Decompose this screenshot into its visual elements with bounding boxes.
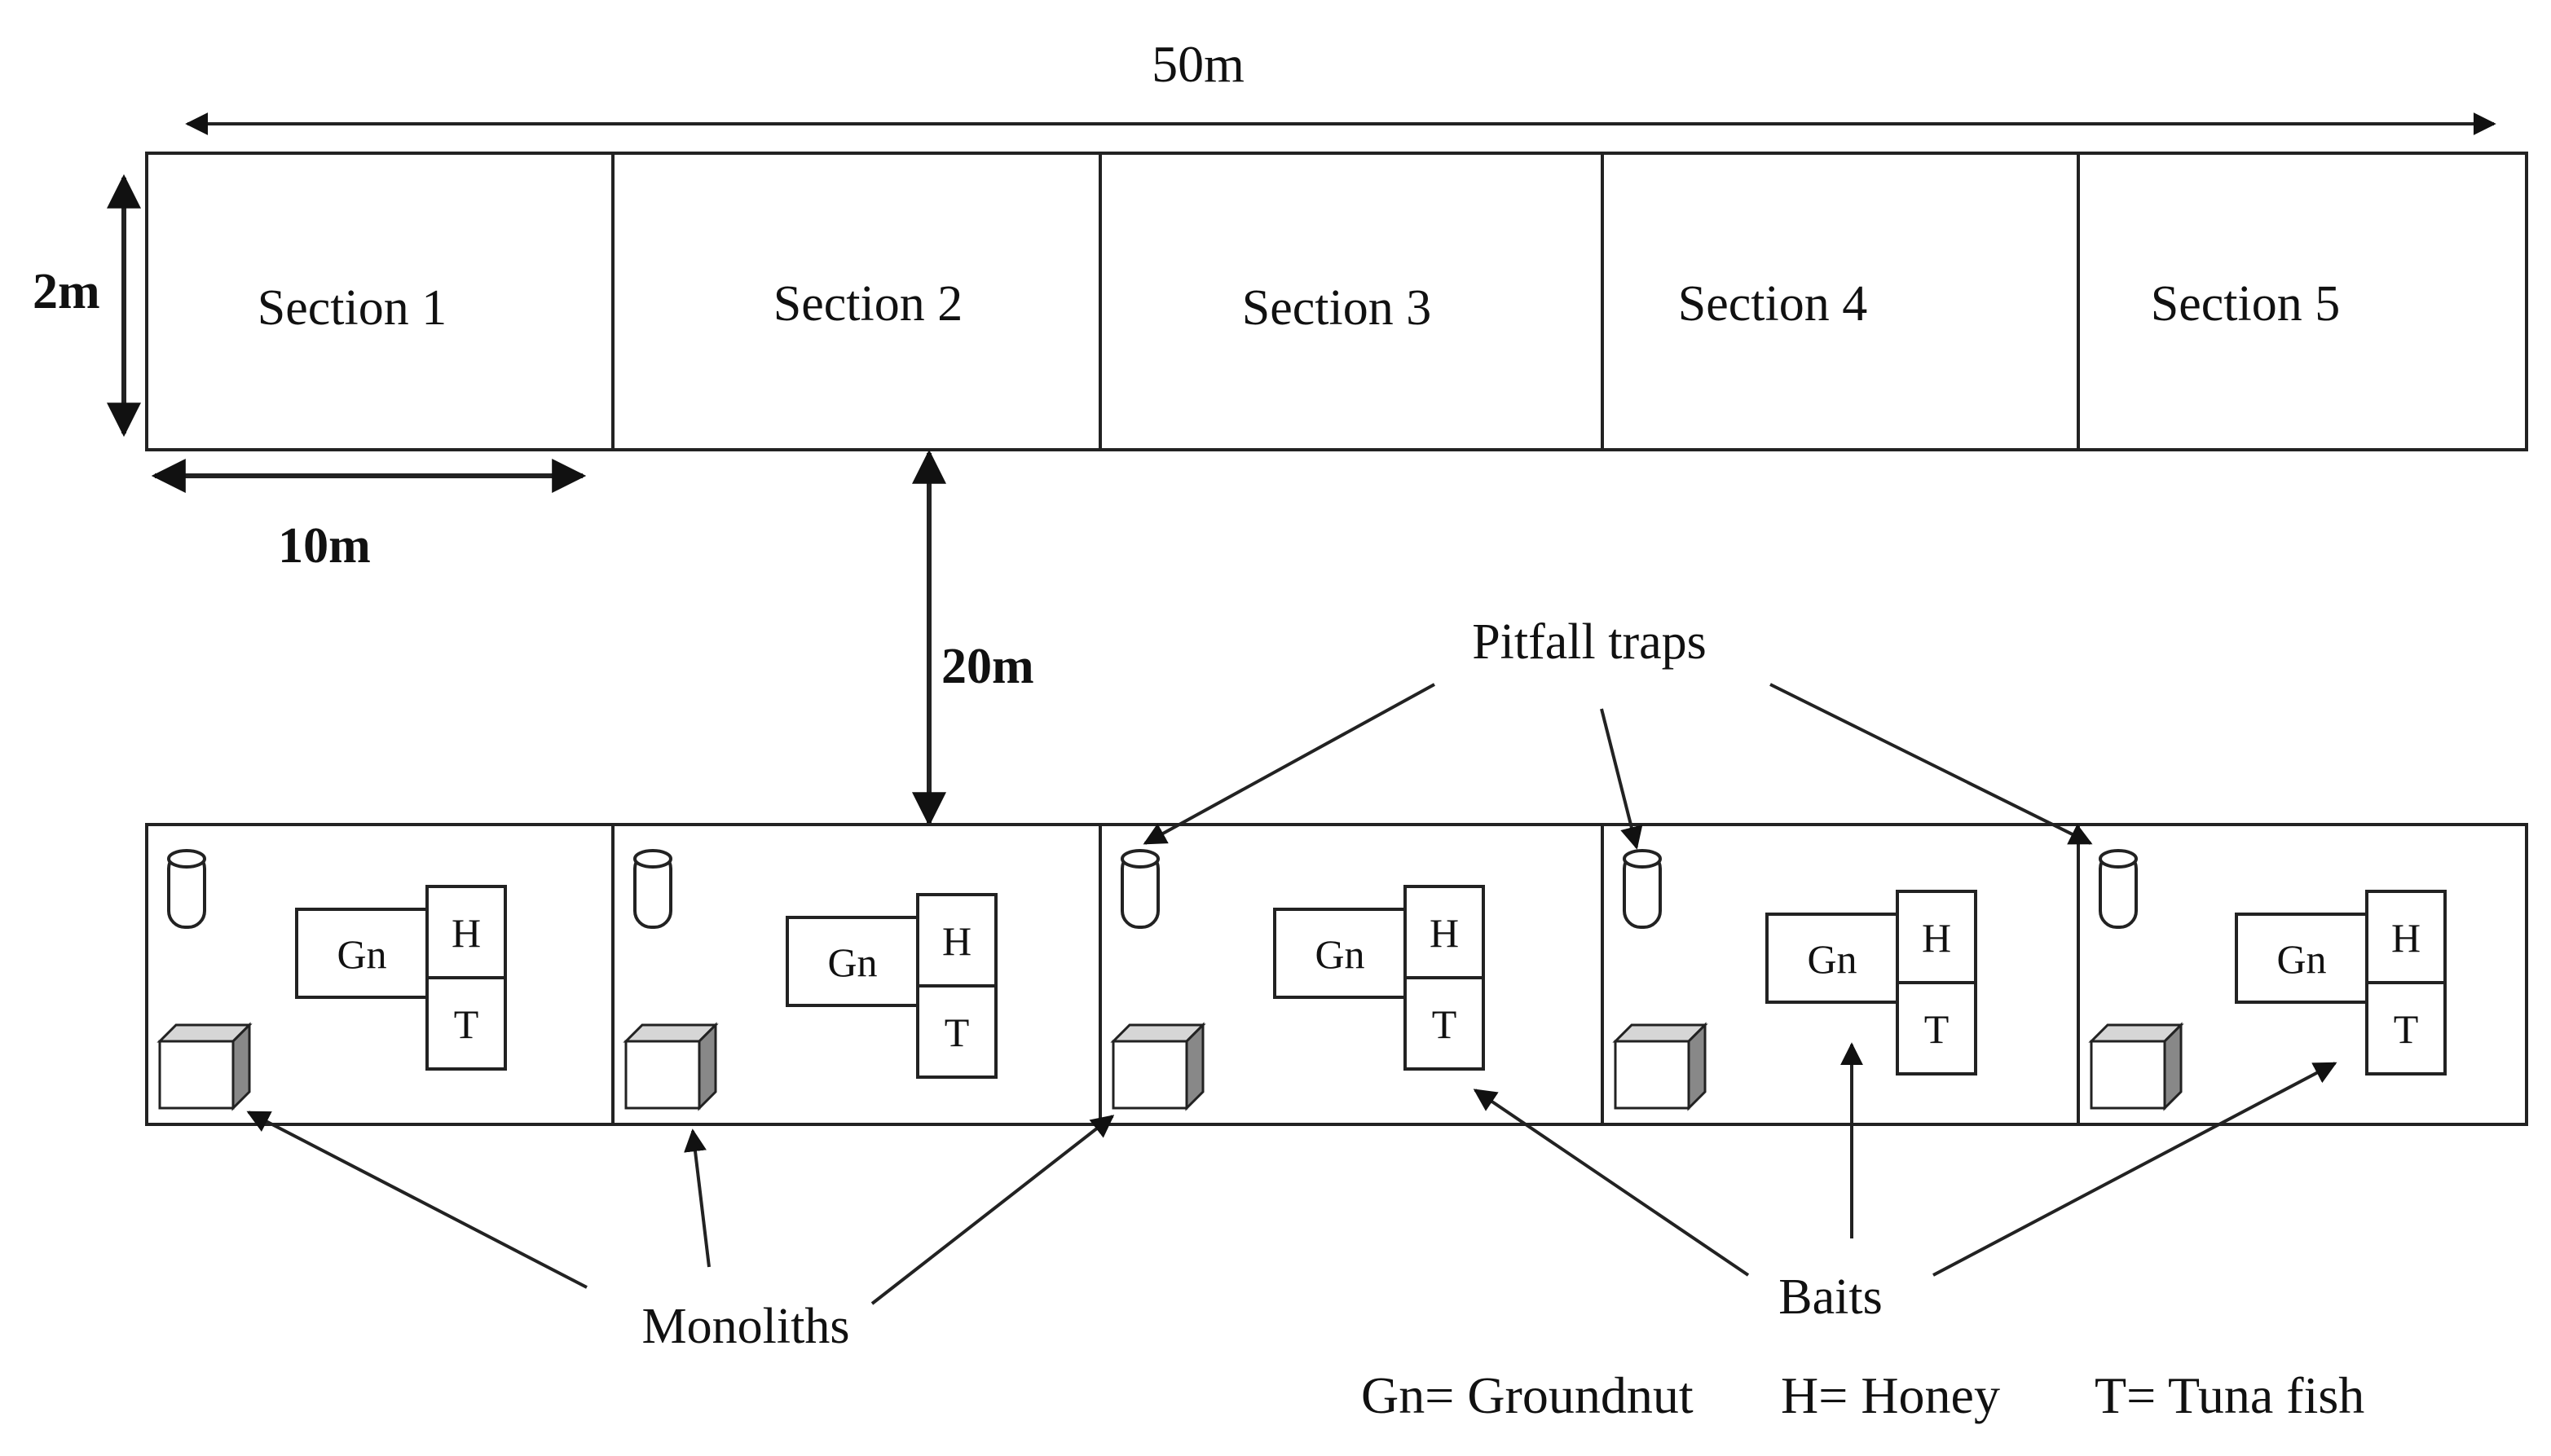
groundnut-bait-cell: [786, 916, 919, 1007]
pitfall-trap-rim: [633, 849, 672, 869]
groundnut-bait-label: Gn: [2276, 936, 2326, 982]
monolith-cube-icon: [623, 1022, 719, 1111]
pitfall-arrow-1: [1143, 683, 1435, 845]
pitfall-trap-rim: [2099, 849, 2138, 869]
tuna-bait-label: T: [1924, 1006, 1950, 1052]
pitfall-traps-label: Pitfall traps: [1472, 614, 1707, 670]
bait-box-2: Gn H T: [786, 893, 998, 1079]
monolith-cube-front: [2090, 1040, 2166, 1110]
tuna-bait-cell: [425, 976, 507, 1071]
groundnut-bait-label: Gn: [1807, 936, 1857, 982]
bait-arrows: [1473, 1042, 2337, 1277]
bottom-transect: [145, 823, 2528, 1126]
monolith-cube-icon: [156, 1022, 253, 1111]
monolith-arrow-1: [246, 1111, 588, 1289]
pitfall-arrow-3: [1769, 683, 2093, 845]
monolith-cube-side: [1185, 1022, 1205, 1111]
monolith-cube-icon: [1110, 1022, 1206, 1111]
monolith-cube-icon: [2088, 1022, 2184, 1111]
pitfall-trap-icon: [633, 849, 672, 929]
pitfall-arrows: [1143, 683, 2093, 850]
pitfall-arrow-2: [1600, 708, 1643, 850]
monoliths-label: Monoliths: [642, 1299, 850, 1354]
tuna-bait-label: T: [1432, 1001, 1457, 1047]
pitfall-trap-icon: [1623, 849, 1662, 929]
tuna-bait-cell: [2365, 981, 2447, 1076]
groundnut-bait-cell: [295, 908, 429, 999]
legend-honey: H= Honey: [1781, 1366, 2000, 1424]
pitfall-trap-rim: [1121, 849, 1160, 869]
baits-label: Baits: [1778, 1269, 1882, 1325]
honey-bait-label: H: [1922, 915, 1951, 961]
honey-bait-cell: [1403, 885, 1485, 979]
pitfall-trap-icon: [167, 849, 206, 929]
top-transect: Section 1 Section 2 Section 3 Section 4 …: [145, 152, 2528, 451]
bait-box-1: Gn HT: [295, 885, 507, 1071]
honey-bait-label: H: [452, 910, 481, 956]
honey-bait-cell: [916, 893, 998, 988]
monolith-cube-side: [698, 1022, 717, 1111]
pitfall-trap-rim: [1623, 849, 1662, 869]
section-label-2: Section 2: [773, 276, 963, 332]
monolith-cube-side: [1687, 1022, 1707, 1111]
monolith-arrows: [246, 1111, 1115, 1305]
monolith-cube-side: [231, 1022, 251, 1111]
pitfall-trap-icon: [1121, 849, 1160, 929]
groundnut-bait-label: Gn: [1315, 931, 1364, 977]
legend-groundnut: Gn= Groundnut: [1361, 1366, 1694, 1424]
pitfall-trap-rim: [167, 849, 206, 869]
top-transect-outline: [145, 152, 2528, 451]
monolith-cube-front: [158, 1040, 235, 1110]
width-label: 2m: [33, 264, 100, 319]
tuna-bait-label: T: [454, 1001, 479, 1047]
monolith-cube-front: [1614, 1040, 1690, 1110]
honey-bait-cell: [1896, 890, 1977, 984]
groundnut-bait-cell: [1765, 913, 1899, 1004]
honey-bait-label: H: [2391, 915, 2421, 961]
monolith-cube-icon: [1612, 1022, 1708, 1111]
section-label-1: Section 1: [258, 280, 447, 336]
monolith-cube-front: [624, 1040, 701, 1110]
tuna-bait-cell: [1403, 976, 1485, 1071]
monolith-cube-side: [2163, 1022, 2183, 1111]
legend-tuna: T= Tuna fish: [2095, 1366, 2364, 1424]
bait-box-5: Gn HT: [2235, 890, 2447, 1076]
pitfall-trap-icon: [2099, 849, 2138, 929]
tuna-bait-label: T: [945, 1010, 970, 1055]
length-label: 50m: [1152, 35, 1245, 93]
monolith-arrow-2: [684, 1128, 711, 1268]
groundnut-bait-cell: [2235, 913, 2368, 1004]
bait-arrow-1: [1473, 1089, 1750, 1277]
tuna-bait-label: T: [2394, 1006, 2419, 1052]
monolith-cube-front: [1112, 1040, 1188, 1110]
honey-bait-label: H: [1430, 910, 1459, 956]
monolith-arrow-3: [870, 1115, 1115, 1305]
section-label-5: Section 5: [2151, 276, 2340, 332]
section-label-3: Section 3: [1242, 280, 1431, 336]
groundnut-bait-label: Gn: [337, 931, 386, 977]
section-label-4: Section 4: [1678, 276, 1867, 332]
bottom-transect-outline: [145, 823, 2528, 1126]
tuna-bait-cell: [1896, 981, 1977, 1076]
honey-bait-cell: [2365, 890, 2447, 984]
honey-bait-label: H: [942, 918, 971, 964]
bait-box-4: Gn HT: [1765, 890, 1977, 1076]
groundnut-bait-label: Gn: [827, 939, 877, 985]
bait-box-3: Gn HT: [1273, 885, 1485, 1071]
gap-label: 20m: [941, 639, 1034, 694]
tuna-bait-cell: [916, 984, 998, 1079]
bait-legend: Gn= Groundnut H= Honey T= Tuna fish: [1361, 1366, 2364, 1424]
bait-arrow-3: [1932, 1062, 2337, 1277]
section-length-label: 10m: [278, 518, 371, 574]
